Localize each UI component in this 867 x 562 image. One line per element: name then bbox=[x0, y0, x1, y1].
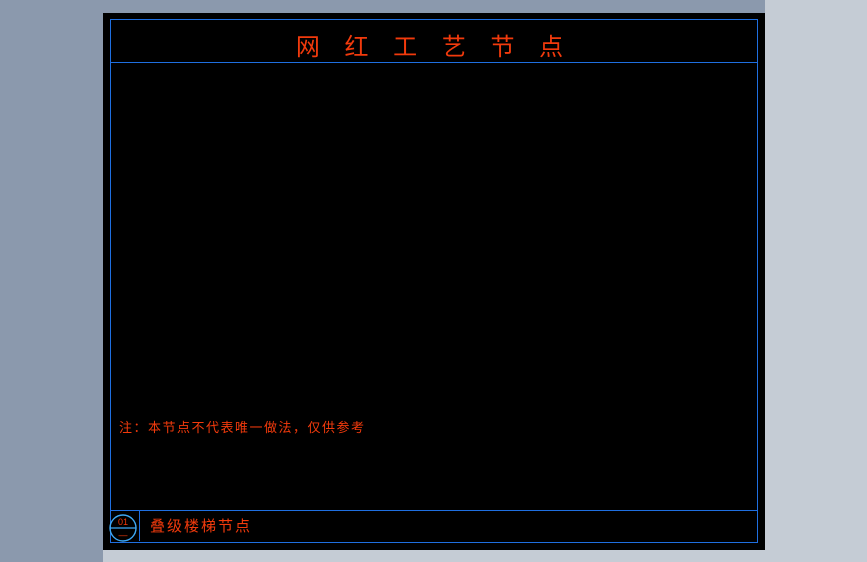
footer-divider bbox=[110, 510, 757, 511]
sheet-border bbox=[110, 19, 758, 543]
detail-bubble: 01 — bbox=[109, 514, 137, 542]
viewport-top-margin bbox=[103, 0, 765, 13]
drawing-canvas bbox=[103, 13, 765, 550]
viewport-left-margin bbox=[0, 0, 103, 562]
detail-title: 叠级楼梯节点 bbox=[150, 518, 253, 535]
bubble-number: 01 bbox=[118, 517, 128, 527]
footer-bubble-divider bbox=[139, 510, 140, 541]
title-divider bbox=[110, 62, 757, 63]
bubble-scale: — bbox=[119, 530, 128, 540]
sheet-title: 网 红 工 艺 节 点 bbox=[295, 34, 573, 61]
note-text: 注：本节点不代表唯一做法，仅供参考 bbox=[119, 420, 366, 435]
